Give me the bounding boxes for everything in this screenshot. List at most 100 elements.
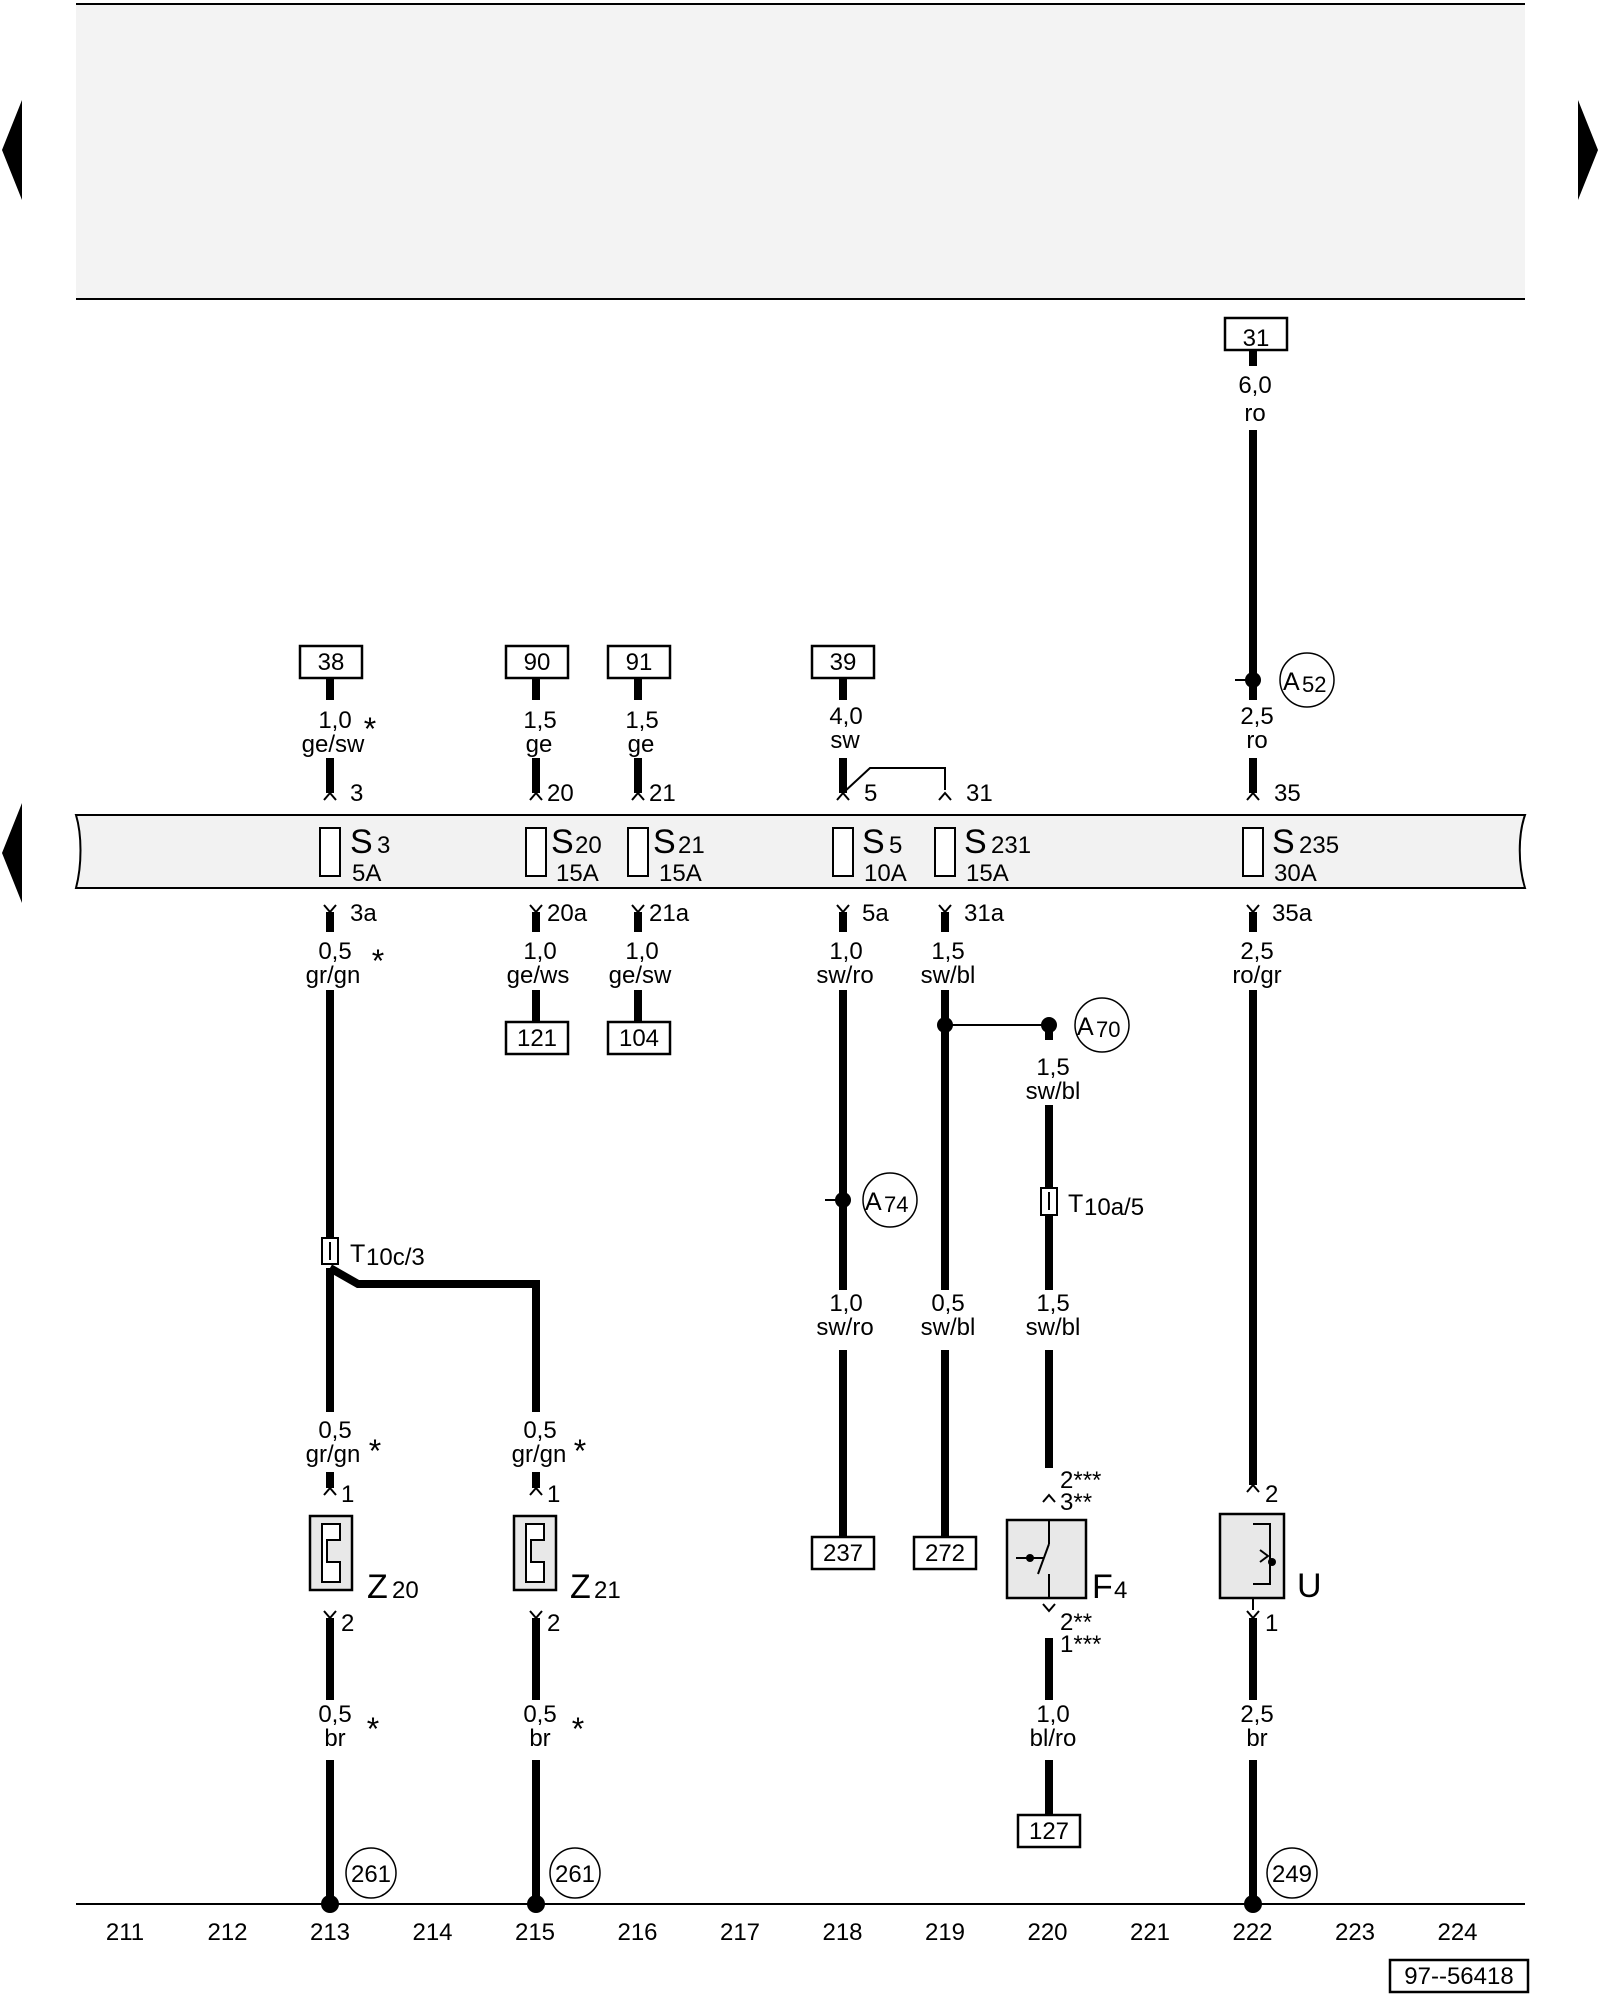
ground-261-badge [345,1847,397,1899]
wire-label-color: ge/sw [302,731,365,758]
nav-prev-top-icon[interactable] [2,100,22,200]
fuse-letter: S [862,823,885,861]
fuse-pin-out: 31a [964,900,1005,927]
fuse-letter: S [964,823,987,861]
f4-pin-bot-b: 1*** [1060,1631,1101,1658]
wire-label-size: 1,5 [931,938,964,965]
ref-box-121[interactable] [504,1020,570,1056]
z21-pin-top-arrow [529,1486,543,1496]
fuse-rating: 15A [966,860,1009,887]
ref-237[interactable]: 237 [823,1540,863,1567]
wire-label-star: * [364,711,376,747]
fuse-s21[interactable] [627,791,649,914]
diagram-id-box [1388,1958,1530,1994]
nav-next-top-icon[interactable] [1578,100,1598,200]
fuse-pin-out: 3a [350,900,377,927]
fuse-s3[interactable] [319,791,341,914]
u-letter: U [1297,1567,1322,1605]
z20-number: 20 [392,1577,419,1604]
z21-letter: Z [570,1568,591,1606]
diagram-id: 97--56418 [1404,1963,1513,1990]
fuse-pin-out-arrow [938,904,952,914]
connector-t10a-letter: T [1068,1190,1083,1218]
socket-u-body[interactable] [1218,1512,1286,1600]
connector-t10c-label: 10c/3 [366,1244,425,1271]
fuse-s231[interactable] [934,791,956,914]
ref-box-39[interactable] [810,644,876,680]
splice-a70-dot-right [1041,1017,1057,1033]
ground-249-label[interactable]: 249 [1272,1861,1312,1888]
splice-a52-letter: A [1283,668,1300,696]
fuse-pin-out-arrow [323,904,337,914]
ref-box-237[interactable] [810,1535,876,1571]
fuse-pin-out: 20a [547,900,588,927]
z21-pin-bot: 2 [547,1610,560,1637]
f4-pin-top-a: 2*** [1060,1467,1101,1494]
ref-box-104[interactable] [606,1020,672,1056]
wire-label-size: 4,0 [829,703,862,730]
ground-261-label[interactable]: 261 [555,1861,595,1888]
fuse-number: 5 [889,832,902,859]
wire-label-size: 1,0 [829,1290,862,1317]
ref-box-90[interactable] [504,644,570,680]
track-number: 224 [1437,1919,1477,1946]
ref-box-91[interactable] [606,644,672,680]
splice-a74-number: 74 [884,1192,908,1217]
wire-label-color: bl/ro [1030,1725,1077,1752]
ref-box-127[interactable] [1016,1813,1082,1849]
track-number: 211 [106,1919,144,1946]
fuse-pin-out: 21a [649,900,690,927]
wire-label-color: ge [526,731,553,758]
wire-label-size: 2,5 [1240,703,1273,730]
wire-label-color: gr/gn [512,1441,567,1468]
u-pin-bot: 1 [1265,1610,1278,1637]
socket-u-icon [1253,1523,1271,1585]
wire-label-star: * [369,1433,381,1469]
wire-label-size: 1,0 [829,938,862,965]
ref-272[interactable]: 272 [925,1540,965,1567]
ref-91[interactable]: 91 [626,649,653,676]
f4-pin-top-b: 3** [1060,1489,1092,1516]
fuse-letter: S [551,823,574,861]
fuse-element [319,827,341,877]
fuse-s235[interactable] [1242,791,1264,914]
fuse-element [1242,827,1264,877]
ref-39[interactable]: 39 [830,649,857,676]
wire-label-size: 1,0 [523,938,556,965]
fuse-s5[interactable] [832,791,854,914]
fuse-pin-out-arrow [836,904,850,914]
fuse-rating: 15A [659,860,702,887]
wire-label-size: 0,5 [523,1417,556,1444]
f4-pin-top-arrow [1042,1493,1056,1503]
wire-label-color: gr/gn [306,1441,361,1468]
ref-box-272[interactable] [912,1535,978,1571]
heater-z20-icon [321,1523,341,1583]
ground-dot-222 [1244,1895,1262,1913]
socket-u-contact [1268,1558,1276,1566]
nav-prev-mid-icon[interactable] [2,803,22,903]
ref-box-31[interactable] [1223,316,1289,352]
ground-261-label[interactable]: 261 [351,1861,391,1888]
track-number: 218 [822,1919,862,1946]
ref-38[interactable]: 38 [318,649,345,676]
ref-127[interactable]: 127 [1029,1818,1069,1845]
splice-a74-badge [862,1172,918,1228]
fuse-number: 21 [678,832,705,859]
ref-90[interactable]: 90 [524,649,551,676]
ref-box-38[interactable] [298,644,364,680]
ref-104[interactable]: 104 [619,1025,659,1052]
fuse-s20[interactable] [525,791,547,914]
ref-31[interactable]: 31 [1243,325,1270,352]
fuse-letter: S [653,823,676,861]
z20-pin-top: 1 [341,1481,354,1508]
fuse-element [627,827,649,877]
track-number: 215 [515,1919,555,1946]
ref-121[interactable]: 121 [517,1025,557,1052]
wire-label-color: sw [830,727,860,754]
fuse-letter: S [1272,823,1295,861]
wire-label-color: br [324,1725,345,1752]
f4-letter: F [1092,1568,1113,1606]
heater-z21-icon [525,1523,545,1583]
fuse-element [934,827,956,877]
wire-label-color: sw/ro [816,1314,873,1341]
